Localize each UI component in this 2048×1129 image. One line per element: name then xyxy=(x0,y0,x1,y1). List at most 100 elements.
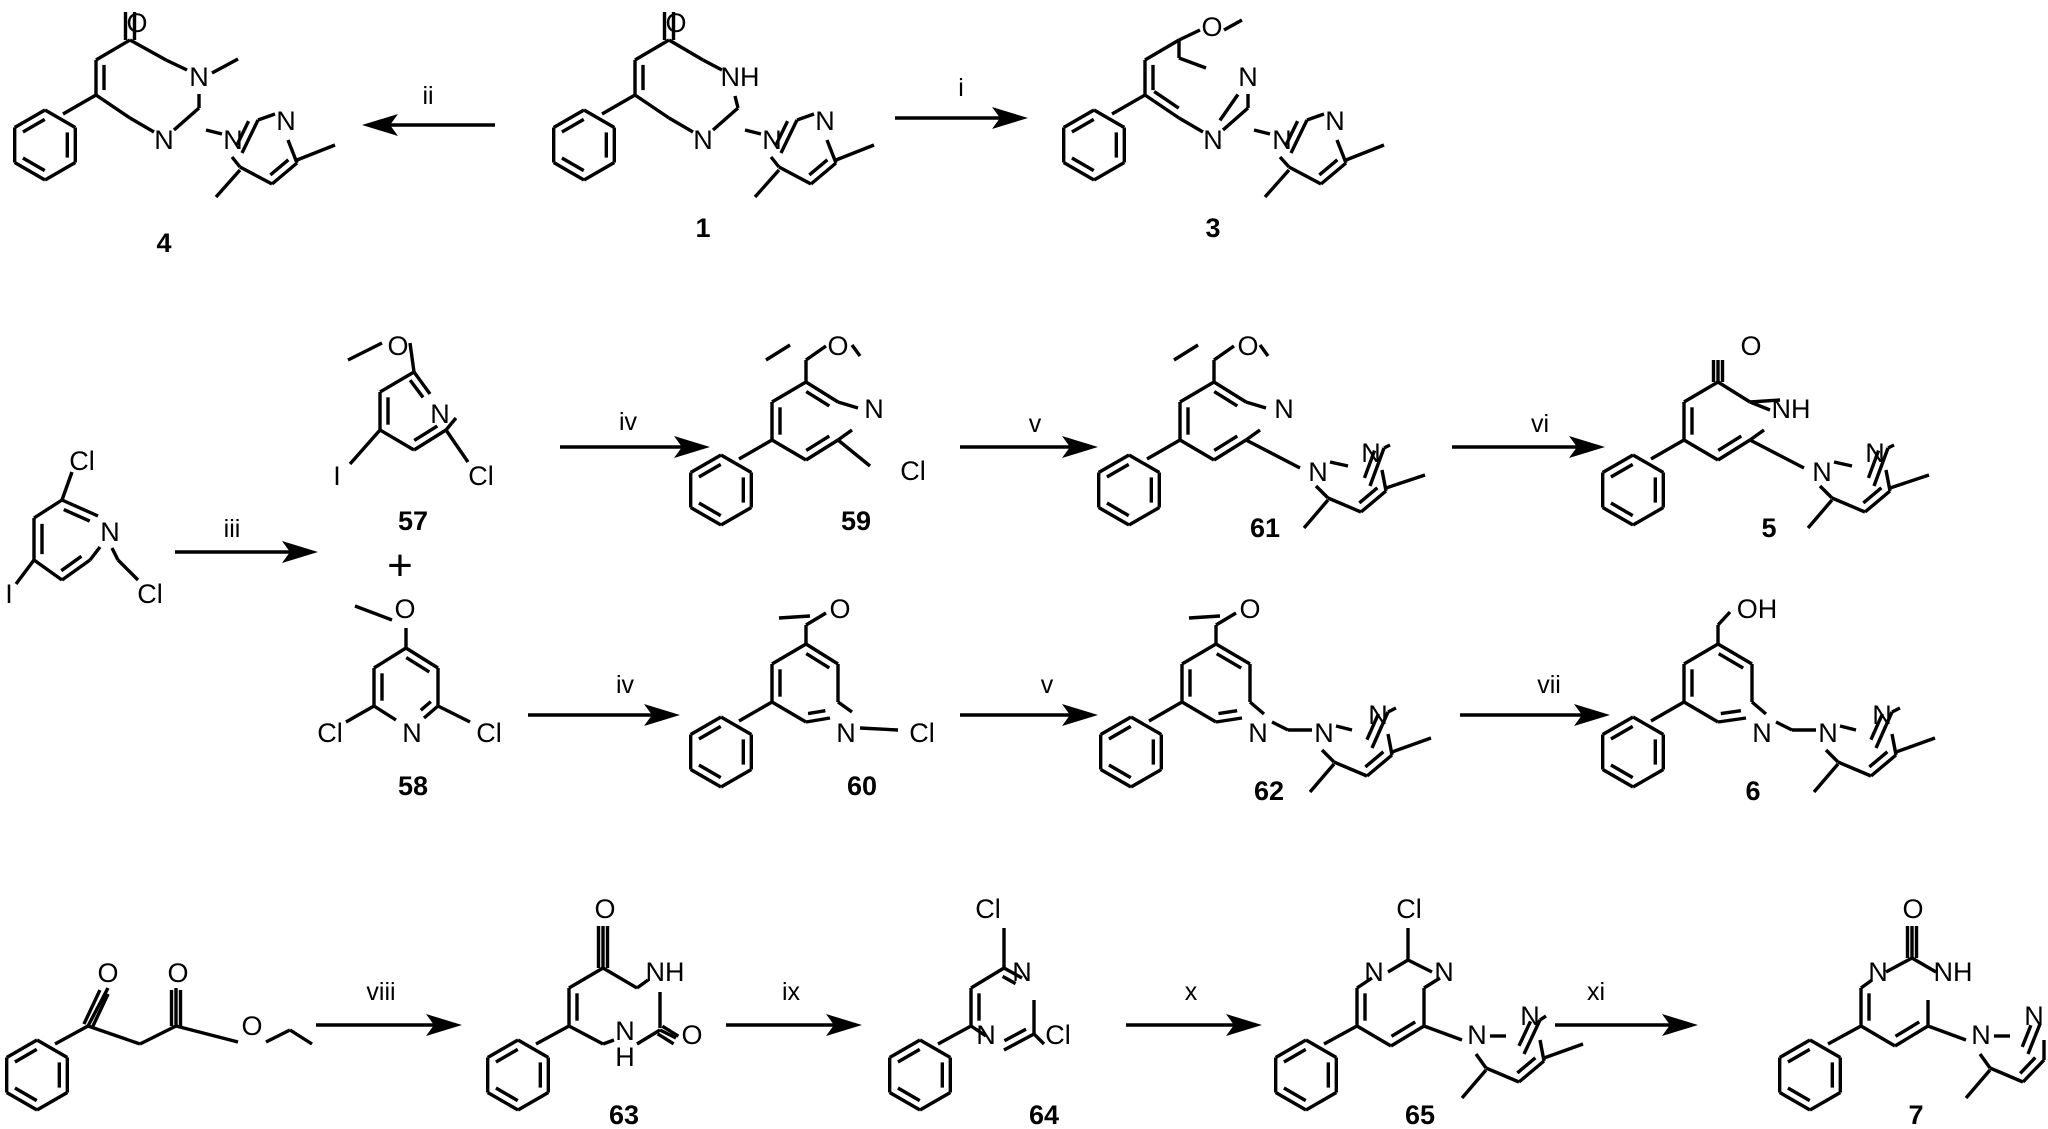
bond xyxy=(1215,716,1243,724)
bond xyxy=(1345,143,1385,162)
bond xyxy=(1522,1019,1542,1055)
bond xyxy=(1683,438,1719,462)
bond xyxy=(796,112,815,122)
bond xyxy=(769,155,781,169)
bond xyxy=(413,428,447,452)
bond xyxy=(1884,469,1892,492)
double-bond xyxy=(1717,652,1745,670)
compound-label-64: 64 xyxy=(1029,1100,1059,1129)
bond xyxy=(778,614,811,620)
bond xyxy=(1181,700,1217,724)
bond xyxy=(175,1024,239,1044)
double-bond xyxy=(807,708,826,716)
bond xyxy=(444,429,470,463)
double-bond xyxy=(1610,462,1634,479)
bond xyxy=(771,642,807,666)
bond xyxy=(1383,443,1391,450)
arrow-v-bottom-head xyxy=(1062,704,1098,726)
compound-label-61: 61 xyxy=(1250,513,1280,543)
bond xyxy=(837,700,853,714)
bond xyxy=(1179,438,1215,462)
bond xyxy=(1263,168,1291,199)
bond xyxy=(1271,720,1289,732)
arrow-iv-bottom-head xyxy=(644,704,680,726)
bond xyxy=(1289,119,1309,154)
bond xyxy=(568,966,604,990)
reagent-label-ii: ii xyxy=(422,82,433,110)
atom-label: N xyxy=(1248,718,1268,748)
compound-label-62: 62 xyxy=(1254,776,1284,806)
bond xyxy=(1632,715,1665,736)
bond xyxy=(1370,711,1390,749)
bond xyxy=(1274,1091,1307,1112)
bond xyxy=(720,715,753,736)
bond xyxy=(1215,611,1237,627)
bond xyxy=(601,93,636,116)
double-bond xyxy=(1869,713,1885,741)
double-bond xyxy=(1894,1020,1921,1038)
atom-label: N xyxy=(2024,1001,2044,1031)
atom-label: O xyxy=(681,1020,702,1050)
double-bond xyxy=(1720,708,1742,716)
bond xyxy=(1223,18,1243,32)
bond xyxy=(1750,700,1768,716)
double-bond xyxy=(805,390,831,408)
bond xyxy=(668,116,694,134)
arrow-x-head xyxy=(1226,1014,1262,1036)
bond xyxy=(1130,715,1163,736)
bond xyxy=(1323,1024,1358,1046)
bond xyxy=(753,168,781,199)
bond xyxy=(205,128,223,136)
bond xyxy=(1245,428,1261,442)
bond xyxy=(1215,642,1251,666)
bond xyxy=(1245,400,1267,410)
bond xyxy=(970,966,1005,990)
double-bond xyxy=(1001,974,1017,986)
double-bond xyxy=(1717,434,1743,452)
bond xyxy=(1872,447,1890,487)
bond xyxy=(825,139,838,164)
bond xyxy=(771,438,807,462)
arrow-ix-head xyxy=(826,1014,862,1036)
bond xyxy=(859,726,899,732)
bond xyxy=(13,108,46,129)
bond xyxy=(87,1024,141,1046)
bond xyxy=(937,1024,972,1046)
bond xyxy=(1485,1066,1520,1084)
bond xyxy=(1978,1053,1992,1069)
atom-label: N xyxy=(430,399,450,429)
bond xyxy=(634,38,670,62)
bond xyxy=(689,715,722,736)
double-bond xyxy=(1862,486,1883,505)
bond xyxy=(1213,380,1247,404)
bond xyxy=(296,143,336,162)
arrow-iii-head xyxy=(282,541,318,563)
double-bond xyxy=(1218,708,1238,716)
bond xyxy=(1860,978,1873,990)
bond xyxy=(720,506,753,527)
bond xyxy=(919,1038,952,1059)
compound-label-63: 63 xyxy=(609,1100,639,1129)
bond xyxy=(165,58,188,72)
double-bond xyxy=(1866,449,1881,479)
atom-label: O xyxy=(665,8,686,38)
atom-label: Cl xyxy=(975,894,1001,924)
double-bond xyxy=(60,554,83,573)
bond xyxy=(1319,161,1348,186)
atom-label: Cl xyxy=(900,456,926,486)
atom-label: O xyxy=(1239,594,1260,624)
double-bond xyxy=(22,156,46,173)
reagent-label-vii: vii xyxy=(1537,671,1561,699)
bond xyxy=(634,93,670,120)
bond xyxy=(689,768,722,789)
bond xyxy=(129,116,155,134)
bond xyxy=(1097,506,1130,527)
reagent-label-v-bottom: v xyxy=(1041,671,1054,699)
bond xyxy=(373,704,397,722)
bond xyxy=(602,966,638,990)
bond xyxy=(240,119,260,154)
double-bond xyxy=(2020,1024,2033,1048)
atom-label: I xyxy=(5,579,13,609)
bond xyxy=(412,371,432,395)
